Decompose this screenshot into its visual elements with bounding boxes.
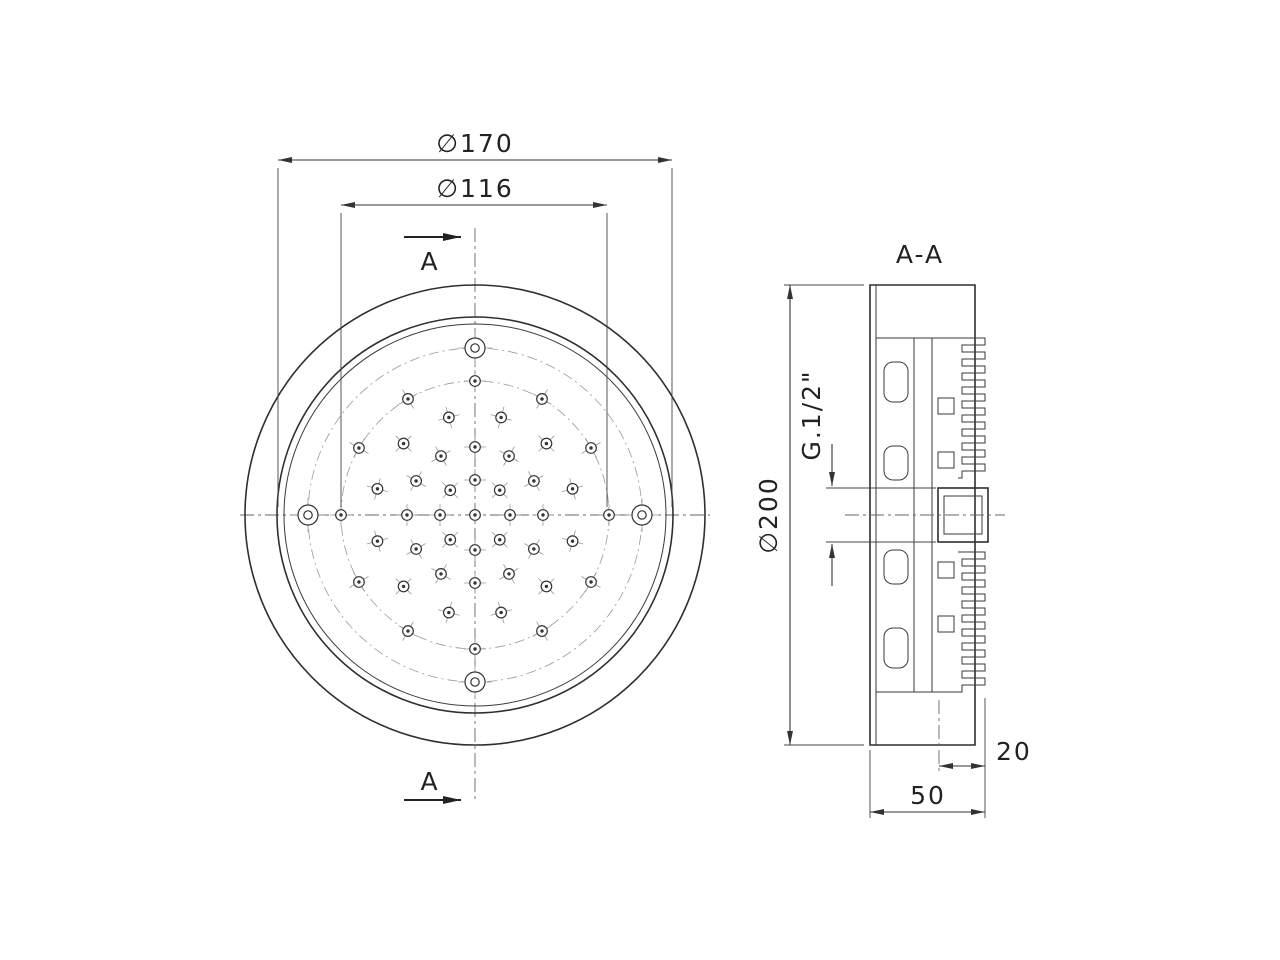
screw: [625, 498, 659, 532]
nozzle: [406, 539, 426, 559]
nozzle: [406, 471, 426, 491]
nozzle: [464, 638, 486, 660]
outer-rim-circle: [244, 284, 706, 746]
screw: [291, 498, 325, 532]
nozzle: [538, 435, 555, 452]
nozzle: [464, 370, 486, 392]
dim-20-label: 20: [996, 737, 1032, 766]
dim-20: 20: [939, 698, 1032, 818]
nozzle-body: [937, 451, 955, 469]
dim-dia116: ∅116: [340, 174, 608, 507]
dim-thread: G.1/2": [797, 369, 936, 586]
nozzle: [395, 435, 412, 452]
nozzle: [490, 406, 512, 429]
dim-dia200-label: ∅200: [754, 476, 783, 554]
section-cut-bottom: A: [404, 767, 461, 804]
nozzle: [491, 531, 508, 548]
nozzle: [442, 482, 459, 499]
face-plate-inner-circle: [283, 323, 667, 707]
nozzle: [532, 621, 552, 641]
dim-thread-label: G.1/2": [797, 369, 826, 460]
nozzle-body: [937, 561, 955, 579]
nozzle: [581, 572, 601, 592]
dim-50-label: 50: [910, 781, 946, 810]
dim-dia170-label: ∅170: [436, 129, 514, 158]
nozzle: [438, 406, 460, 429]
nozzle: [464, 436, 486, 458]
nozzle: [431, 446, 451, 466]
nozzle: [581, 438, 601, 458]
nozzle: [561, 478, 584, 500]
dim-dia200: ∅200: [754, 284, 864, 746]
cut-label-top: A: [420, 247, 439, 276]
dim-50: 50: [869, 750, 985, 818]
internal-channel: [883, 361, 909, 403]
nozzle: [524, 539, 544, 559]
nozzle-body: [937, 397, 955, 415]
nozzle: [532, 389, 552, 409]
nozzle: [366, 478, 389, 500]
nozzle: [464, 469, 486, 491]
nozzle: [429, 504, 451, 526]
face-plate-circle: [276, 316, 674, 714]
dim-dia170: ∅170: [277, 129, 673, 507]
nozzle: [442, 531, 459, 548]
screw: [458, 331, 492, 365]
nozzle: [538, 578, 555, 595]
nozzle: [464, 539, 486, 561]
nozzle: [499, 564, 519, 584]
dim-dia116-label: ∅116: [436, 174, 514, 203]
front-view: ∅170 ∅116 A A: [240, 129, 710, 804]
nozzle: [491, 482, 508, 499]
cut-label-bottom: A: [420, 767, 439, 796]
internal-channel: [883, 627, 909, 669]
internal-channel: [883, 549, 909, 585]
section-cut-top: A: [404, 233, 461, 276]
nozzle-body: [937, 615, 955, 633]
nozzle: [464, 572, 486, 594]
teeth-run: [958, 337, 986, 479]
nozzle: [395, 578, 412, 595]
nozzle: [398, 389, 418, 409]
spray-face-teeth: [958, 337, 986, 693]
nozzle: [561, 530, 584, 552]
nozzle: [532, 504, 554, 526]
section-title: A-A: [896, 240, 944, 269]
nozzle: [499, 446, 519, 466]
nozzle: [366, 530, 389, 552]
nozzle: [469, 509, 481, 521]
nozzle: [396, 504, 418, 526]
nozzle: [431, 564, 451, 584]
nozzle: [438, 601, 460, 624]
nozzle: [524, 471, 544, 491]
section-view: A-A ∅200: [754, 240, 1032, 818]
nozzle: [490, 601, 512, 624]
screw: [458, 665, 492, 699]
nozzle: [499, 504, 521, 526]
nozzle-pattern: [291, 331, 659, 699]
nozzle: [398, 621, 418, 641]
casing-outline: [869, 284, 976, 746]
nozzle: [349, 572, 369, 592]
nozzle: [598, 504, 620, 526]
nozzle: [349, 438, 369, 458]
teeth-run: [958, 551, 986, 693]
nozzle: [330, 504, 352, 526]
internal-channel: [883, 445, 909, 481]
